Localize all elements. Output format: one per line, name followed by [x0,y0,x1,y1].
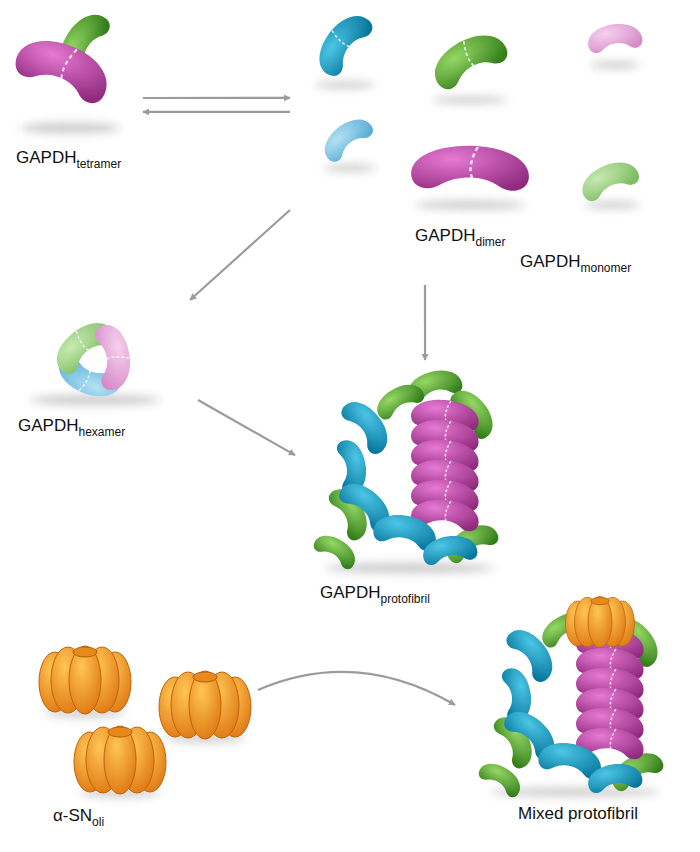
illustration-part [590,61,640,69]
species-name: α-SN [53,806,92,825]
illustration-part [584,201,640,209]
species-label: α-SNoli [53,805,104,828]
illustration-part [74,726,166,794]
illustration-part [324,164,376,172]
species-label: GAPDHhexamer [18,415,125,438]
species-node: α-SNoli [8,635,258,835]
illustration-part [39,646,131,714]
illustration-part [309,6,376,81]
illustration-part [586,20,644,56]
reaction-arrow [258,672,455,705]
subscript-text: dimer [475,235,505,249]
species-node: GAPDHdimerGAPDHmonomer [290,5,690,285]
illustration-part [576,154,642,205]
species-label: GAPDHdimer [415,225,505,248]
species-name: GAPDH [415,226,475,245]
species-node: GAPDHprotofibril [295,360,515,615]
species-node: GAPDHhexamer [8,300,198,450]
species-name: GAPDH [320,583,380,602]
reaction-arrow [424,285,426,360]
subscript-text: protofibril [380,592,429,606]
subscript-text: oli [92,815,104,829]
illustration-part [20,122,120,134]
reaction-arrow [143,97,290,99]
illustration-part [317,110,376,166]
illustration-part [415,200,525,210]
illustration-part [11,30,117,107]
illustration-part [426,23,512,95]
species-name: GAPDH [520,252,580,271]
illustration-part [411,146,529,191]
species-label: GAPDHmonomer [520,251,631,274]
illustration-part [432,96,508,104]
illustration-part [92,322,135,392]
illustration-part [566,597,635,648]
subscript-text: hexamer [78,425,125,439]
species-node: Mixed protofibril [455,600,693,840]
subscript-text: monomer [580,261,631,275]
reaction-arrow [143,111,290,113]
species-name: Mixed protofibril [518,804,638,823]
reaction-arrow [190,210,290,300]
species-name: GAPDH [18,416,78,435]
illustration-part [159,671,251,739]
illustration-part [20,61,660,798]
species-label: GAPDHprotofibril [320,582,430,605]
illustration-part [311,365,502,572]
species-node: GAPDHtetramer [8,5,143,175]
species-label: Mixed protofibril [518,803,638,825]
subscript-text: tetramer [76,157,121,171]
species-label: GAPDHtetramer [16,147,121,170]
illustration-part [476,593,667,800]
illustration-part [315,81,375,89]
reaction-arrow [198,400,295,455]
species-name: GAPDH [16,148,76,167]
